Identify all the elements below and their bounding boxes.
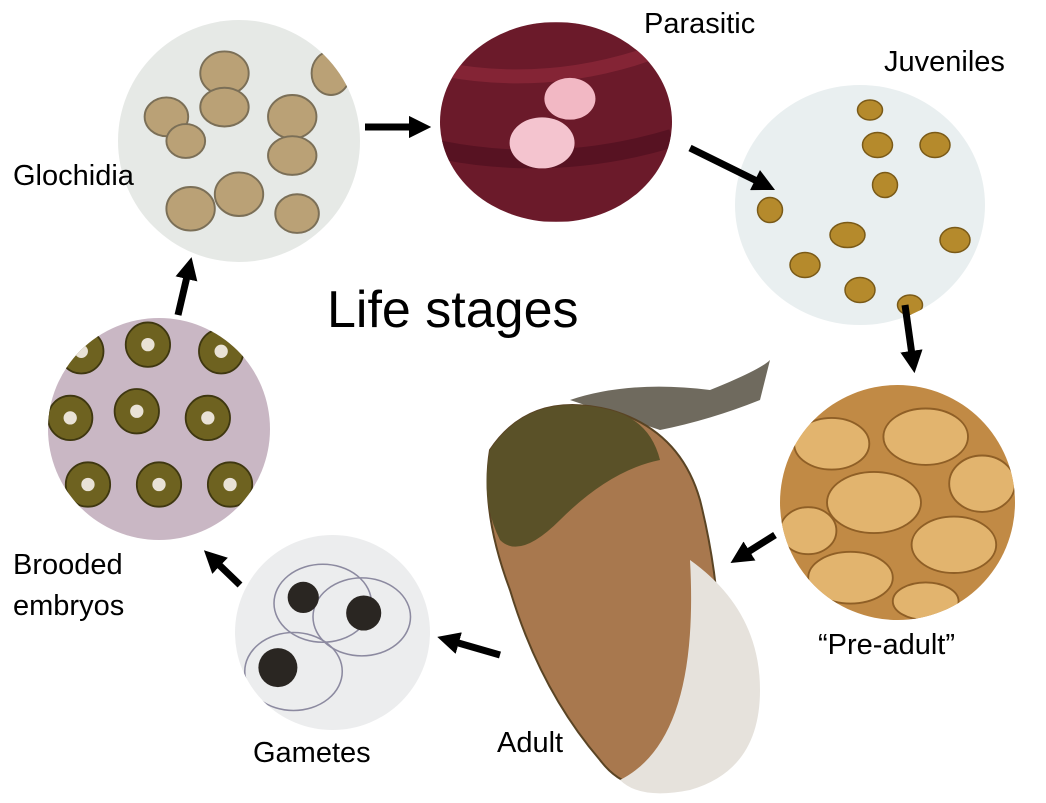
label-brooded-line2: embryos	[13, 588, 124, 624]
glochidia-image	[118, 20, 360, 262]
label-gametes: Gametes	[253, 735, 371, 771]
brooded-embryos-micrograph	[48, 318, 270, 540]
juveniles-image	[735, 85, 985, 325]
juveniles-micrograph	[735, 85, 985, 325]
gametes-micrograph	[235, 535, 430, 730]
label-pre-adult: “Pre-adult”	[818, 627, 955, 663]
pre-adult-image	[780, 385, 1015, 620]
label-parasitic: Parasitic	[644, 6, 755, 42]
label-juveniles: Juveniles	[884, 44, 1005, 80]
glochidia-micrograph	[118, 20, 360, 262]
parasitic-micrograph	[440, 22, 672, 222]
label-brooded-line1: Brooded	[13, 547, 123, 583]
label-glochidia: Glochidia	[13, 158, 134, 194]
pre-adult-photo	[780, 385, 1015, 620]
arrow-gametes-to-brooded	[212, 558, 240, 585]
parasitic-image	[440, 22, 672, 222]
gametes-image	[235, 535, 430, 730]
brooded-embryos-image	[48, 318, 270, 540]
label-adult: Adult	[497, 725, 563, 761]
diagram-title: Life stages	[327, 280, 579, 340]
arrow-brooded-to-glochidia	[178, 268, 189, 315]
